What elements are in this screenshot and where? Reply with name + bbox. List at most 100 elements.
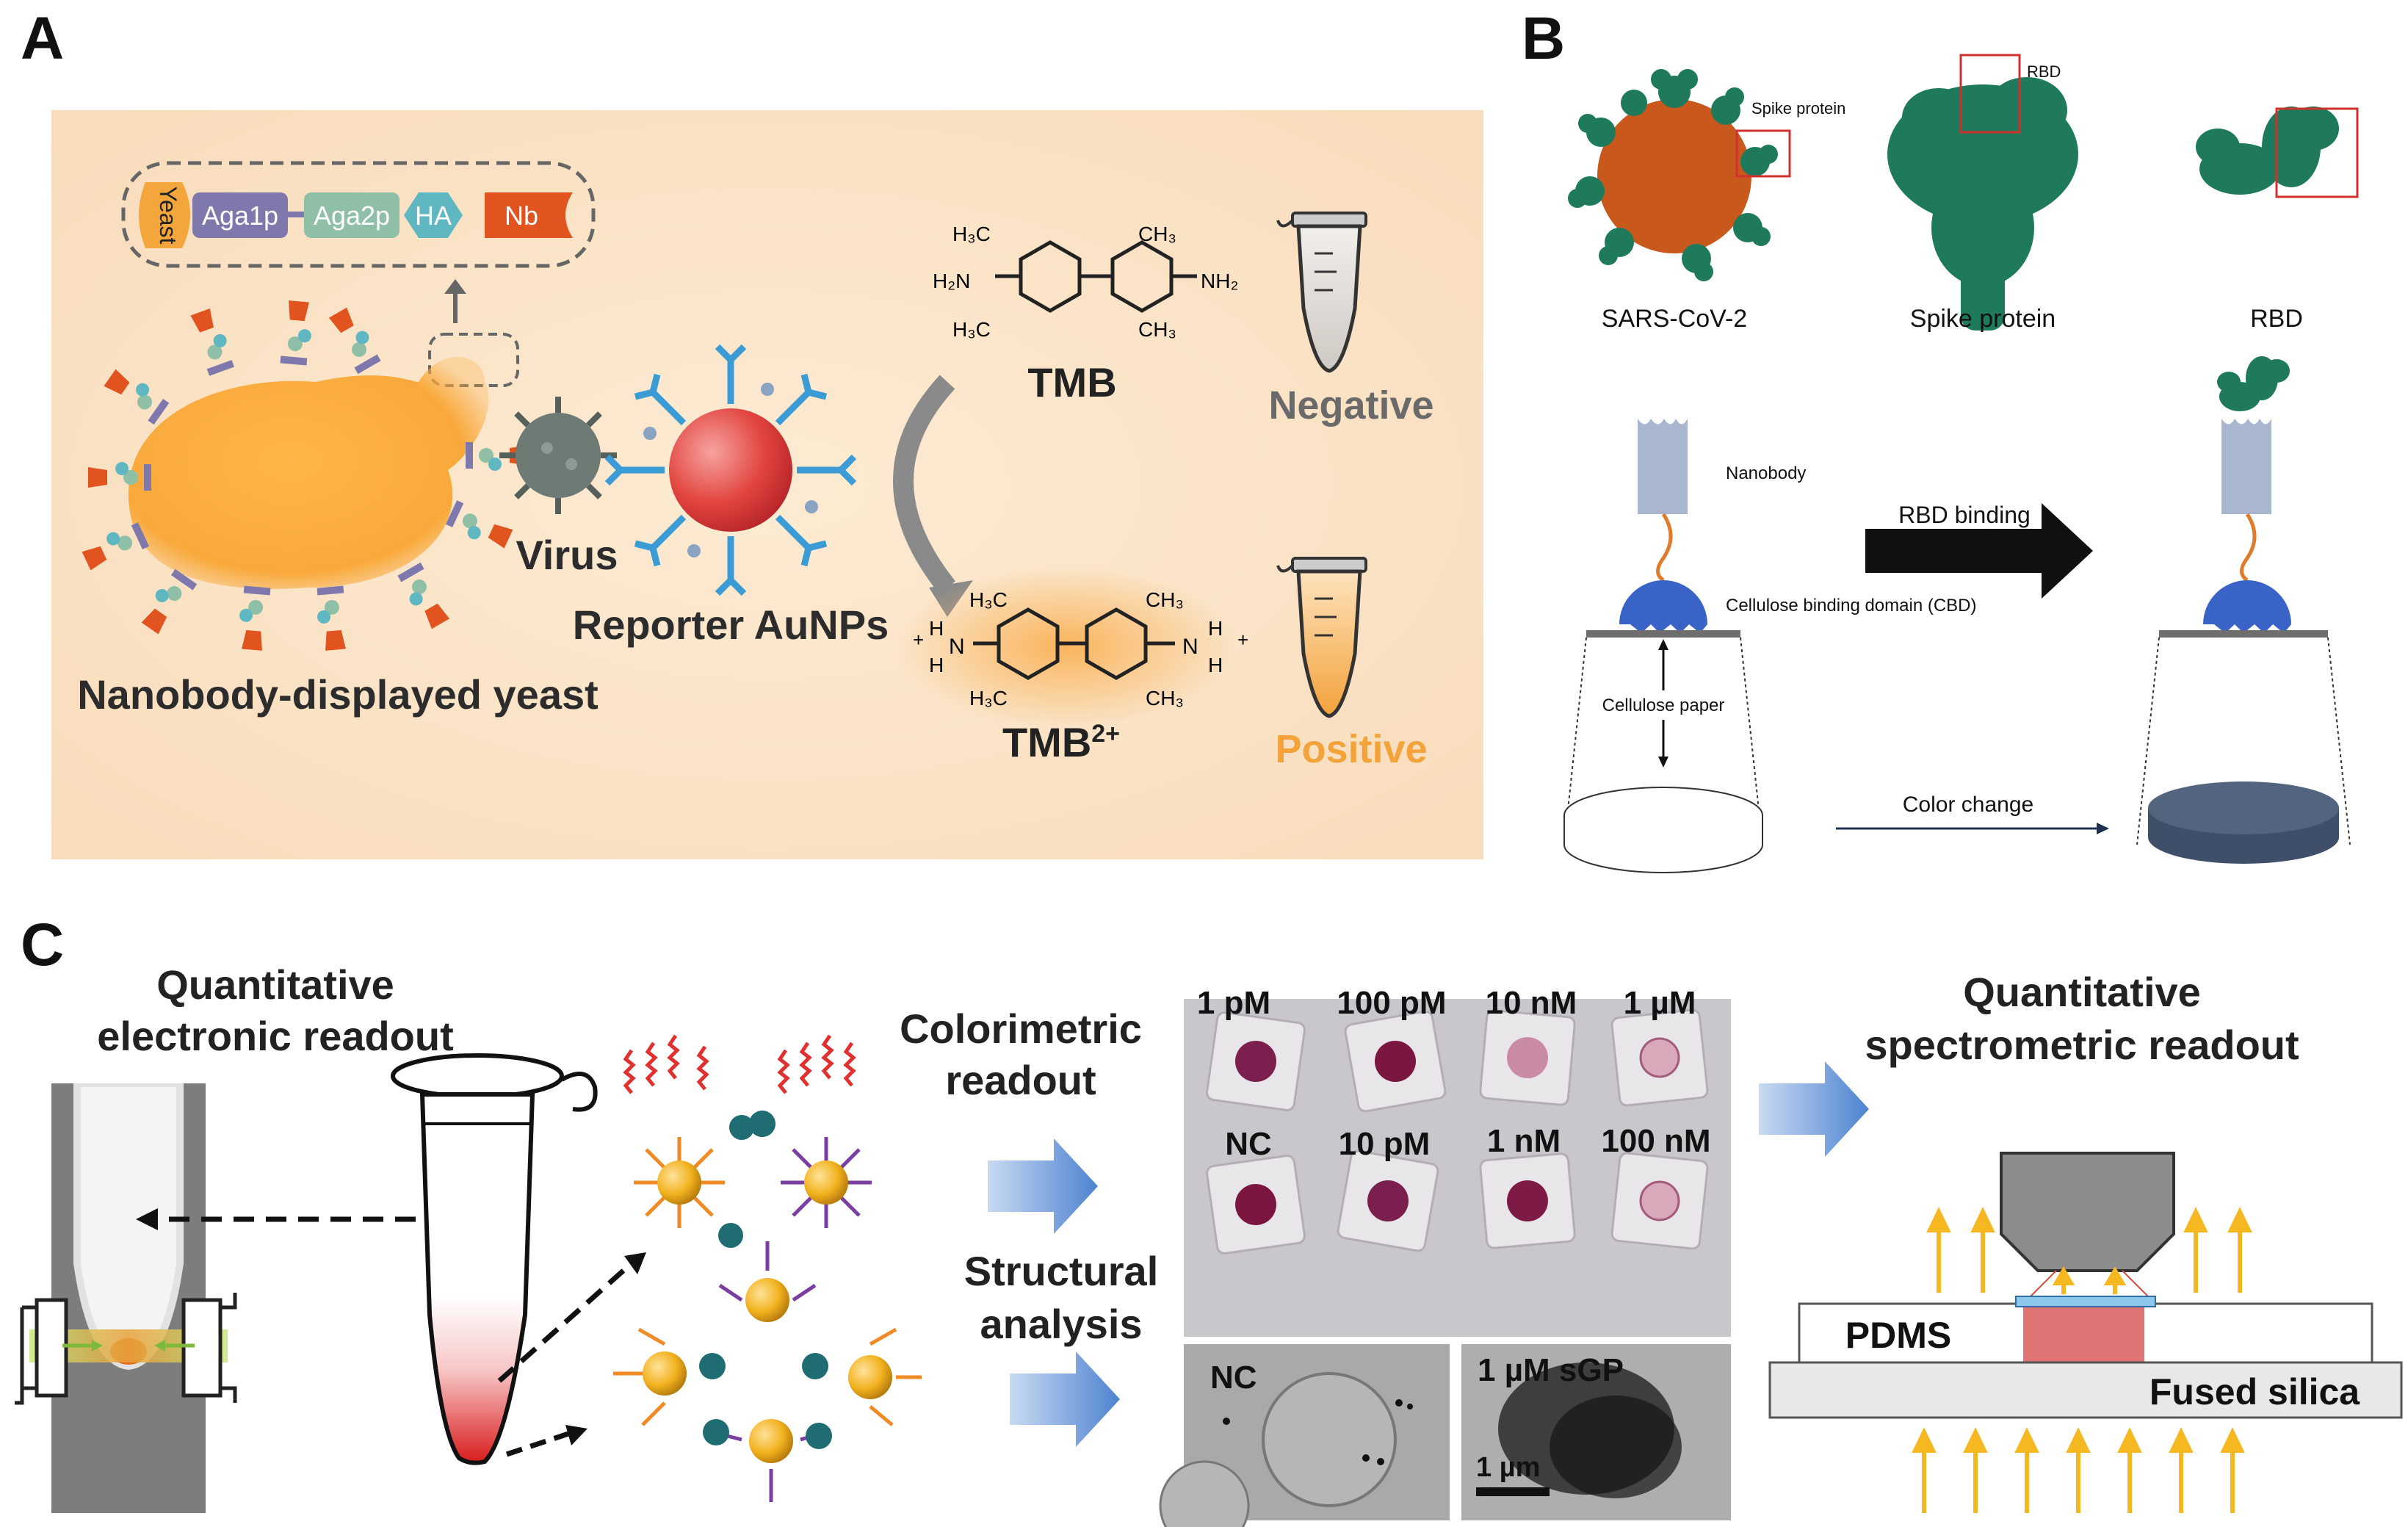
well-label-1um: 1 µM <box>1624 985 1696 1021</box>
rbd-binding-arrow <box>1865 503 2093 599</box>
electronic-title-line1: Quantitative <box>156 961 394 1008</box>
rbd-small-label: RBD <box>2027 62 2061 81</box>
spectro-title-line2: spectrometric readout <box>1865 1022 2299 1068</box>
free-nanoparticles <box>623 1034 872 1248</box>
tmb-ox-glow <box>896 566 1234 727</box>
electronic-title-line2: electronic readout <box>97 1013 453 1059</box>
yeast-cell <box>128 357 489 589</box>
tmb-ch3-a: H₃C <box>952 223 991 245</box>
spike-label: Spike protein <box>1910 305 2056 333</box>
sars-cov2-particle <box>1568 69 1791 281</box>
well-label-1nm: 1 nM <box>1487 1123 1561 1159</box>
construct-aga2p <box>304 192 399 238</box>
construct-ha <box>404 192 463 238</box>
tmbox-plus-left: + <box>913 629 924 651</box>
positive-tube <box>1276 557 1367 718</box>
tmbox-h-3: H <box>1208 617 1223 640</box>
spike-rbd-box <box>1959 54 2021 134</box>
tmbox-h3c-a: H₃C <box>969 588 1008 611</box>
reporter-label: Reporter AuNPs <box>573 602 889 648</box>
rbd-label: RBD <box>2250 305 2303 333</box>
colorimetric-line2: readout <box>945 1057 1096 1103</box>
tmbox-n-left: N <box>949 635 965 659</box>
rbd-structure <box>2196 107 2339 195</box>
nanobody-label: Nanobody <box>1726 463 1806 483</box>
tmbox-n-right: N <box>1182 635 1198 659</box>
tem-nc-label: NC <box>1210 1360 1257 1396</box>
well-label-100nm: 100 nM <box>1601 1123 1710 1159</box>
construct-nb-label: Nb <box>505 201 538 231</box>
construct-nb <box>485 192 573 238</box>
sample-tube <box>391 1053 598 1465</box>
spectrometer-setup <box>1768 1152 2403 1419</box>
tmbox-ch3-b: CH₃ <box>1146 588 1184 611</box>
pdms-label: PDMS <box>1845 1315 1951 1356</box>
tmbox-h-2: H <box>929 654 944 676</box>
panel-label-c: C <box>21 911 65 978</box>
well-label-10pm: 10 pM <box>1339 1126 1431 1162</box>
tmbox-h3c-c: H₃C <box>969 687 1008 710</box>
tmb-structure <box>995 240 1197 313</box>
structural-line1: Structural <box>964 1248 1159 1294</box>
construct-box <box>121 161 596 268</box>
tmb-ch3-b: CH₃ <box>1138 223 1176 245</box>
paper-strip-right <box>2159 630 2328 638</box>
cbd-label: Cellulose binding domain (CBD) <box>1726 596 1977 616</box>
tmb-ch3-c: H₃C <box>952 318 991 341</box>
electronic-reader-device <box>15 1083 237 1513</box>
scale-bar <box>1476 1487 1550 1496</box>
color-change-label: Color change <box>1903 793 2033 817</box>
well-label-100pm: 100 pM <box>1337 985 1446 1021</box>
fused-silica-label: Fused silica <box>2150 1371 2360 1412</box>
light-arrows-bottom <box>1912 1427 2245 1513</box>
tmb-ox-label: TMB2+ <box>1002 719 1120 765</box>
panel-b-diagram: Spike protein RBD SARS-CoV-2 Spike prote… <box>1563 54 2359 873</box>
tmbox-h-4: H <box>1208 654 1223 676</box>
nanobody-left <box>1638 419 1688 514</box>
colorimetric-arrow <box>988 1138 1098 1234</box>
tmbox-h-1: H <box>929 617 944 640</box>
negative-label: Negative <box>1268 383 1433 427</box>
spectrometric-arrow <box>1759 1061 1869 1157</box>
yeast-ligands <box>82 300 529 651</box>
wells-bottom-row <box>1206 1149 1709 1255</box>
well-label-1pm: 1 pM <box>1197 985 1270 1021</box>
tmb-nh2-b: NH₂ <box>1201 270 1238 292</box>
construct-yeast <box>139 182 190 248</box>
construct-aga1p <box>192 192 288 238</box>
virus-label: Virus <box>516 532 618 578</box>
structural-line2: analysis <box>980 1301 1142 1347</box>
construct-aga1p-label: Aga1p <box>202 201 278 231</box>
tube-to-free-np-arrow <box>497 1261 634 1383</box>
sars-label: SARS-CoV-2 <box>1602 305 1747 333</box>
tmb-ch3-d: CH₃ <box>1138 318 1176 341</box>
rbd-box <box>2275 107 2359 198</box>
colorimetric-line1: Colorimetric <box>900 1006 1142 1052</box>
panel-a-diagram: Yeast Aga1p Aga2p HA Nb <box>51 110 1483 859</box>
construct-ha-label: HA <box>415 201 452 231</box>
panel-label-b: B <box>1522 5 1566 72</box>
spike-protein-small-label: Spike protein <box>1751 99 1845 118</box>
tmbox-plus-right: + <box>1237 629 1248 651</box>
aggregated-nanoparticles <box>613 1241 922 1502</box>
cbd-left <box>1619 580 1707 633</box>
wells-top-row <box>1206 1008 1709 1113</box>
scale-label: 1 µm <box>1476 1452 1540 1483</box>
light-arrows-top <box>1926 1207 2252 1294</box>
tmb-nh2-a: H₂N <box>933 270 970 292</box>
rbd-bound-right <box>2217 356 2290 411</box>
cbd-right <box>2203 580 2291 633</box>
panel-c-diagram: Quantitative electronic readout <box>15 961 2403 1527</box>
tmb-ox-structure <box>973 607 1175 680</box>
panel-label-a: A <box>21 5 65 72</box>
tem-sgp-label: 1 µM sGP <box>1478 1352 1624 1388</box>
paper-disc-left <box>1563 815 1763 873</box>
rbd-binding-label: RBD binding <box>1898 502 2031 528</box>
spectro-title-line1: Quantitative <box>1963 969 2201 1015</box>
tube-to-aggregate-arrow <box>505 1429 574 1457</box>
tmbox-ch3-d: CH₃ <box>1146 687 1184 710</box>
tmb-label: TMB <box>1027 359 1116 405</box>
construct-aga2p-label: Aga2p <box>314 201 390 231</box>
well-label-nc: NC <box>1225 1126 1272 1162</box>
virus-particle <box>499 397 617 514</box>
